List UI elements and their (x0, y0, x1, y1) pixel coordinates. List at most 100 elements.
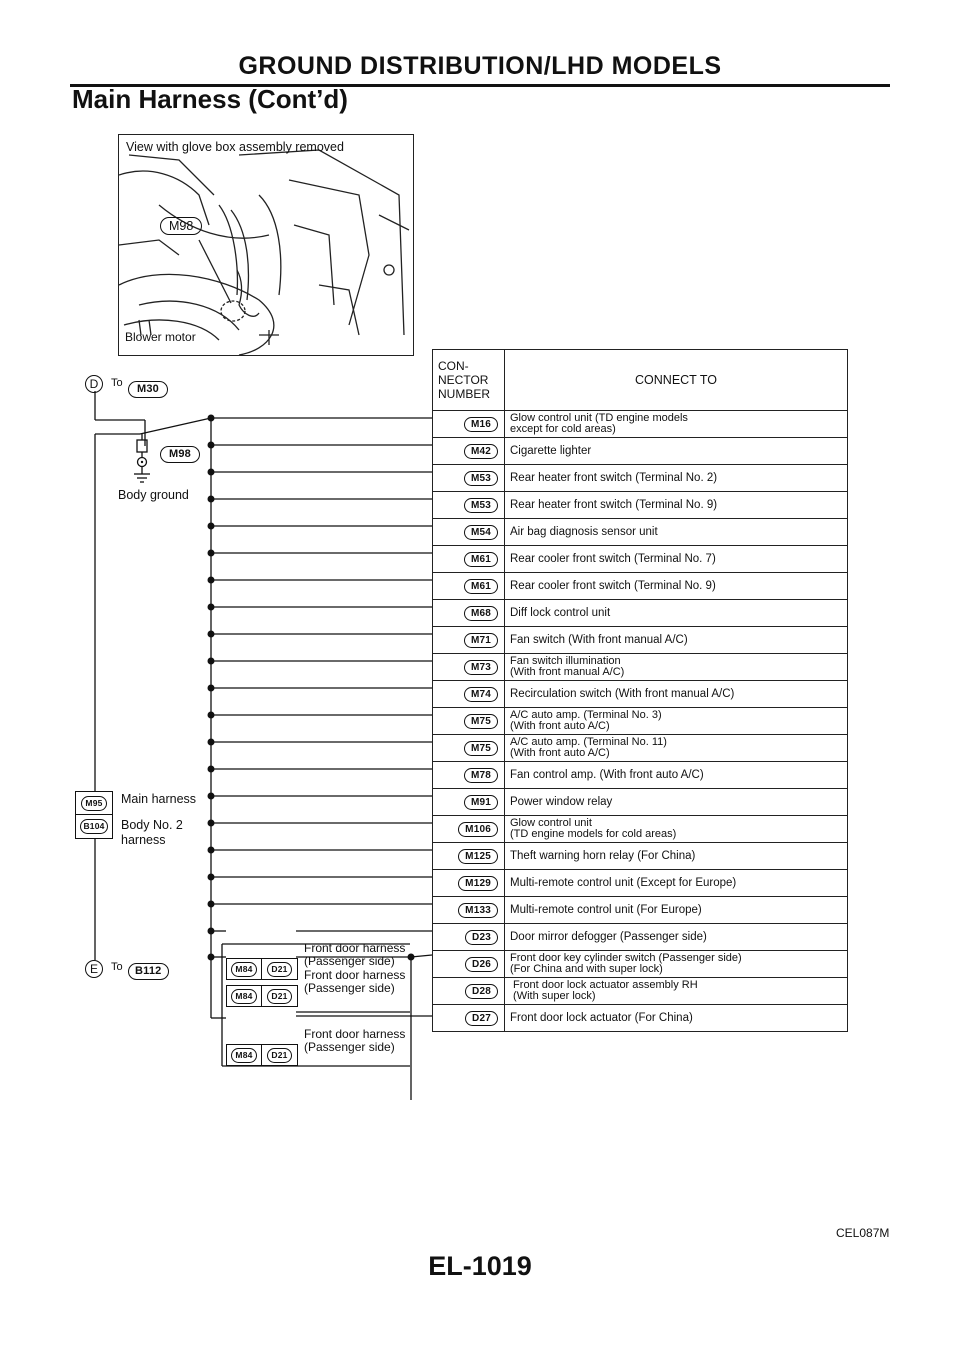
ground-connector-callout: M98 (160, 446, 200, 463)
connector-cell: D28 (432, 977, 505, 1005)
photo-connector-label: M98 (169, 219, 194, 233)
destination-cell: Multi-remote control unit (Except for Eu… (504, 869, 848, 897)
connector-cell: M71 (432, 626, 505, 654)
connector-b112-callout: B112 (128, 963, 169, 980)
connector-id: M75 (463, 740, 498, 756)
connector-id: M16 (463, 416, 498, 432)
connector-cell: M106 (432, 815, 505, 843)
header-connector-number: CON- NECTOR NUMBER (432, 349, 505, 411)
destination-cell: Air bag diagnosis sensor unit (504, 518, 848, 546)
connector-d21: D21 (267, 961, 292, 977)
connector-id: M73 (463, 659, 498, 675)
connector-id: M125 (458, 848, 498, 864)
table-row: M53 Rear heater front switch (Terminal No… (432, 464, 848, 492)
table-row: M16 Glow control unit (TD engine models e… (432, 410, 848, 438)
connector-id: M61 (463, 551, 498, 567)
wire-frame (139, 417, 212, 435)
connector-m84: M84 (231, 961, 257, 977)
destination-cell: Front door lock actuator (For China) (504, 1004, 848, 1032)
destination-cell: Rear heater front switch (Terminal No. 9… (504, 491, 848, 519)
connector-cell: M16 (432, 410, 505, 438)
door-harness-left-cell: M84 (227, 959, 262, 979)
destination-cell: Theft warning horn relay (For China) (504, 842, 848, 870)
connector-cell: D26 (432, 950, 505, 978)
dashboard-sketch (119, 149, 410, 355)
destination-cell: Rear cooler front switch (Terminal No. 9… (504, 572, 848, 600)
connector-d21: D21 (267, 1047, 292, 1063)
destination-cell: A/C auto amp. (Terminal No. 11) (With fr… (504, 734, 848, 762)
connector-cell: D23 (432, 923, 505, 951)
connector-cell: M125 (432, 842, 505, 870)
destination-cell: Rear cooler front switch (Terminal No. 7… (504, 545, 848, 573)
connector-cell: M74 (432, 680, 505, 708)
destination-cell: Rear heater front switch (Terminal No. 2… (504, 464, 848, 492)
to-label-e: To (111, 961, 123, 973)
door-harness-right-cell: D21 (262, 1045, 297, 1065)
connector-id: D23 (465, 929, 498, 945)
connector-m30-callout: M30 (128, 381, 168, 398)
table-row: D23 Door mirror defogger (Passenger side) (432, 923, 848, 951)
header-rule (70, 84, 890, 87)
door-harness-connector-pair: M84 D21 (226, 1044, 298, 1066)
connector-d21: D21 (267, 988, 292, 1004)
harness-joint-box: M95 B104 (75, 791, 113, 839)
door-harness-right-cell: D21 (262, 959, 297, 979)
destination-cell: Door mirror defogger (Passenger side) (504, 923, 848, 951)
body-harness-label: Body No. 2 harness (121, 818, 183, 847)
connector-cell: M53 (432, 464, 505, 492)
connector-m84: M84 (231, 1047, 257, 1063)
connector-id: M129 (458, 875, 498, 891)
destination-cell: Glow control unit (TD engine models exce… (504, 410, 848, 438)
table-row: M125 Theft warning horn relay (For China) (432, 842, 848, 870)
table-row: M129 Multi-remote control unit (Except fo… (432, 869, 848, 897)
table-row: D26 Front door key cylinder switch (Passe… (432, 950, 848, 978)
door-harness-label: Front door harness (Passenger side) (304, 941, 406, 968)
body-ground-label: Body ground (118, 488, 189, 502)
connector-cell: M133 (432, 896, 505, 924)
connector-cell: M68 (432, 599, 505, 627)
destination-cell: Glow control unit (TD engine models for … (504, 815, 848, 843)
door-harness-connector-pair: M84 D21 (226, 958, 298, 980)
connector-id: M71 (463, 632, 498, 648)
connector-id: D26 (465, 956, 498, 972)
wire-branch (410, 954, 433, 958)
table-row: M61 Rear cooler front switch (Terminal No… (432, 545, 848, 573)
connector-cell: M54 (432, 518, 505, 546)
destination-cell: A/C auto amp. (Terminal No. 3) (With fro… (504, 707, 848, 735)
connector-m30: M30 (128, 381, 168, 398)
section-title: GROUND DISTRIBUTION/LHD MODELS (238, 52, 722, 80)
table-row: M75 A/C auto amp. (Terminal No. 11) (With… (432, 734, 848, 762)
destination-cell: Front door lock actuator assembly RH (Wi… (504, 977, 848, 1005)
connector-cell: M129 (432, 869, 505, 897)
connector-id: D28 (465, 983, 498, 999)
connector-cell: M73 (432, 653, 505, 681)
connector-id: M53 (463, 470, 498, 486)
connector-m84: M84 (231, 988, 257, 1004)
ground-screw (136, 456, 148, 468)
connector-id: M133 (458, 902, 498, 918)
connector-id: M68 (463, 605, 498, 621)
to-label-d: To (111, 377, 123, 389)
connector-id: M74 (463, 686, 498, 702)
table-row: D28 Front door lock actuator assembly RH… (432, 977, 848, 1005)
location-illustration (118, 134, 414, 356)
header-connect-to: CONNECT TO (504, 349, 848, 411)
door-harness-left-cell: M84 (227, 1045, 262, 1065)
connector-m95: M95 (81, 795, 107, 811)
connector-id: M75 (463, 713, 498, 729)
connector-id: M91 (463, 794, 498, 810)
connector-id: M54 (463, 524, 498, 540)
photo-connector-callout: M98 (160, 217, 203, 235)
door-harness-label: Front door harness (Passenger side) (304, 968, 406, 995)
table-row: M75 A/C auto amp. (Terminal No. 3) (With … (432, 707, 848, 735)
connector-b112: B112 (128, 963, 169, 980)
destination-cell: Front door key cylinder switch (Passenge… (504, 950, 848, 978)
